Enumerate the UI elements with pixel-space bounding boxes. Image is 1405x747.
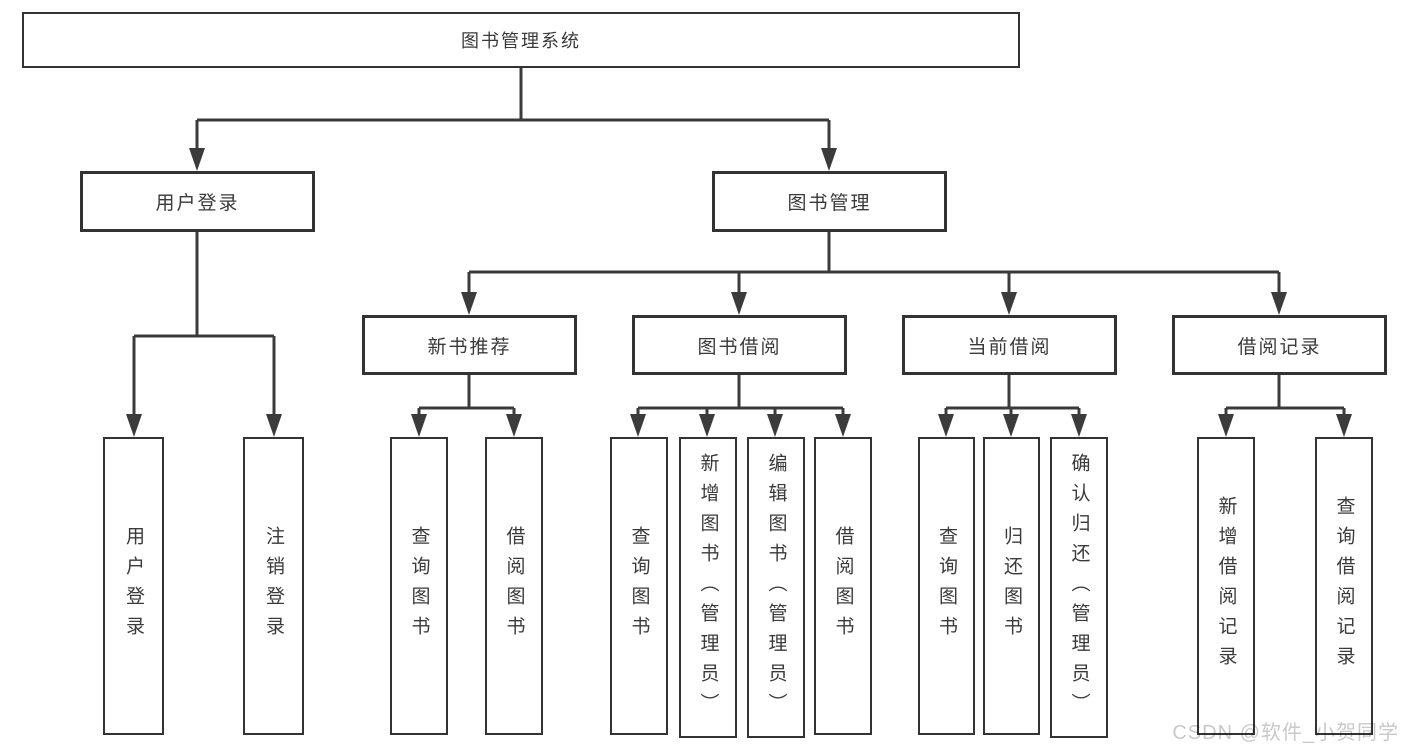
node-label: 注销登录 [263, 526, 284, 646]
leaf-query-books-borrow: 查询图书 [610, 437, 668, 735]
node-label: 新书推荐 [427, 336, 512, 358]
node-label: 借阅记录 [1237, 336, 1322, 358]
node-label: 确认归还（管理员） [1068, 452, 1090, 723]
leaf-query-books-current: 查询图书 [918, 437, 975, 735]
leaf-user-login: 用户登录 [103, 437, 164, 735]
leaf-query-borrow-record: 查询借阅记录 [1315, 437, 1373, 735]
node-label: 查询图书 [628, 526, 650, 646]
node-label: 用户登录 [123, 526, 144, 646]
node-label: 图书管理 [787, 193, 872, 214]
leaf-query-books-recommend: 查询图书 [390, 437, 448, 735]
leaf-borrow-books-recommend: 借阅图书 [485, 437, 543, 735]
leaf-add-borrow-record: 新增借阅记录 [1197, 437, 1255, 735]
node-label: 查询图书 [408, 526, 430, 646]
node-label: 图书借阅 [697, 336, 782, 358]
node-library-management-system: 图书管理系统 [22, 12, 1020, 68]
leaf-logout: 注销登录 [243, 437, 304, 735]
leaf-borrow-books-borrow: 借阅图书 [814, 437, 872, 735]
node-current-borrowing: 当前借阅 [902, 315, 1117, 375]
leaf-edit-book-admin: 编辑图书（管理员） [747, 437, 805, 738]
node-book-management: 图书管理 [712, 171, 947, 232]
node-label: 新增图书（管理员） [697, 452, 719, 723]
node-label: 当前借阅 [967, 336, 1052, 358]
node-borrowing-records: 借阅记录 [1172, 315, 1387, 375]
leaf-confirm-return-admin: 确认归还（管理员） [1050, 437, 1108, 738]
node-label: 借阅图书 [503, 526, 525, 646]
node-label: 图书管理系统 [461, 31, 581, 51]
csdn-watermark: CSDN @软件_小贺同学 [1172, 722, 1399, 744]
arrowheads [126, 148, 1352, 437]
node-new-book-recommendation: 新书推荐 [362, 315, 577, 375]
node-label: 借阅图书 [832, 526, 854, 646]
node-label: 归还图书 [1001, 526, 1022, 646]
node-label: 用户登录 [155, 193, 240, 214]
node-label: 查询图书 [936, 526, 957, 646]
node-label: 编辑图书（管理员） [765, 452, 787, 723]
node-user-login-branch: 用户登录 [80, 171, 315, 232]
node-label: 查询借阅记录 [1333, 496, 1355, 676]
leaf-return-books: 归还图书 [983, 437, 1040, 735]
node-label: 新增借阅记录 [1215, 496, 1237, 676]
node-book-borrowing: 图书借阅 [632, 315, 847, 375]
leaf-add-book-admin: 新增图书（管理员） [679, 437, 737, 738]
